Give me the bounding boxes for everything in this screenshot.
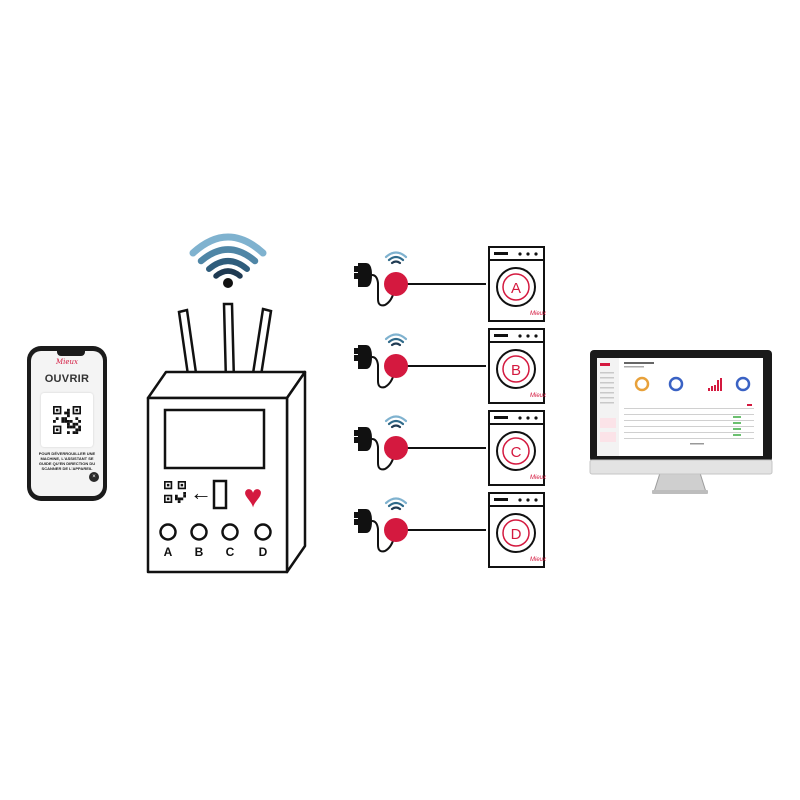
machine-brand-logo: Mieux <box>530 475 547 481</box>
smart-module-dot <box>384 272 408 296</box>
washing-machine-c[interactable]: C Mieux <box>488 410 547 486</box>
hub-arrow-icon: ← <box>190 480 212 505</box>
machine-brand-logo: Mieux <box>530 557 547 563</box>
phone-qr-card <box>41 393 93 447</box>
phone-qr-code-icon <box>53 406 81 434</box>
hub-button-label-d: D <box>259 545 268 559</box>
phone-notch <box>57 351 85 356</box>
washing-machine-a[interactable]: A Mieux <box>488 246 547 322</box>
machine-row-a: A Mieux <box>354 246 547 322</box>
hub-button-label-b: B <box>195 545 204 559</box>
hub-qr-code-icon <box>164 481 186 503</box>
washing-machine-d[interactable]: D Mieux <box>488 492 547 568</box>
hub-wifi-icon <box>189 233 267 288</box>
plug-icon <box>354 263 395 307</box>
machine-brand-logo: Mieux <box>530 311 547 317</box>
machine-letter-c: C <box>511 444 522 461</box>
machine-row-c: C Mieux <box>354 410 547 486</box>
smart-module-dot <box>384 518 408 542</box>
hub-button-d[interactable] <box>254 523 272 541</box>
module-wifi-icon <box>384 251 408 265</box>
hub-button-label-c: C <box>226 545 235 559</box>
plug-icon <box>354 509 395 553</box>
monitor <box>589 350 773 494</box>
hub-antennas <box>177 302 273 384</box>
smart-module-dot <box>384 354 408 378</box>
phone-open-title[interactable]: OUVRIR <box>44 373 90 385</box>
plug-icon <box>354 427 395 471</box>
module-wifi-icon <box>384 497 408 511</box>
smart-module-dot <box>384 436 408 460</box>
machine-letter-b: B <box>511 362 521 379</box>
hub-box <box>146 370 307 574</box>
hub-button-label-a: A <box>164 545 173 559</box>
washing-machine-b[interactable]: B Mieux <box>488 328 547 404</box>
smartphone: Mieux OUVRIR POUR DÉVERROUILLER UNE MACH… <box>27 346 107 501</box>
module-wifi-icon <box>384 333 408 347</box>
plug-icon <box>354 345 395 389</box>
hub-button-c[interactable] <box>221 523 239 541</box>
hub-display-screen <box>163 408 266 470</box>
hub-heart-icon: ♥ <box>244 478 263 514</box>
module-wifi-icon <box>384 415 408 429</box>
dashboard-screen <box>597 358 754 456</box>
phone-instructions: POUR DÉVERROUILLER UNE MACHINE, L'ASSIST… <box>38 451 96 471</box>
phone-logo: Mieux <box>55 358 78 366</box>
hub-buttons <box>159 523 272 541</box>
hub-button-b[interactable] <box>190 523 208 541</box>
phone-close-button[interactable]: × <box>89 472 99 482</box>
phone-screen: Mieux OUVRIR POUR DÉVERROUILLER UNE MACH… <box>31 351 103 496</box>
hub-button-a[interactable] <box>159 523 177 541</box>
machine-letter-a: A <box>511 280 521 297</box>
machine-row-d: D Mieux <box>354 492 547 568</box>
machine-letter-d: D <box>511 526 522 543</box>
hub-card-slot <box>212 479 228 510</box>
machine-row-b: B Mieux <box>354 328 547 404</box>
machine-brand-logo: Mieux <box>530 393 547 399</box>
